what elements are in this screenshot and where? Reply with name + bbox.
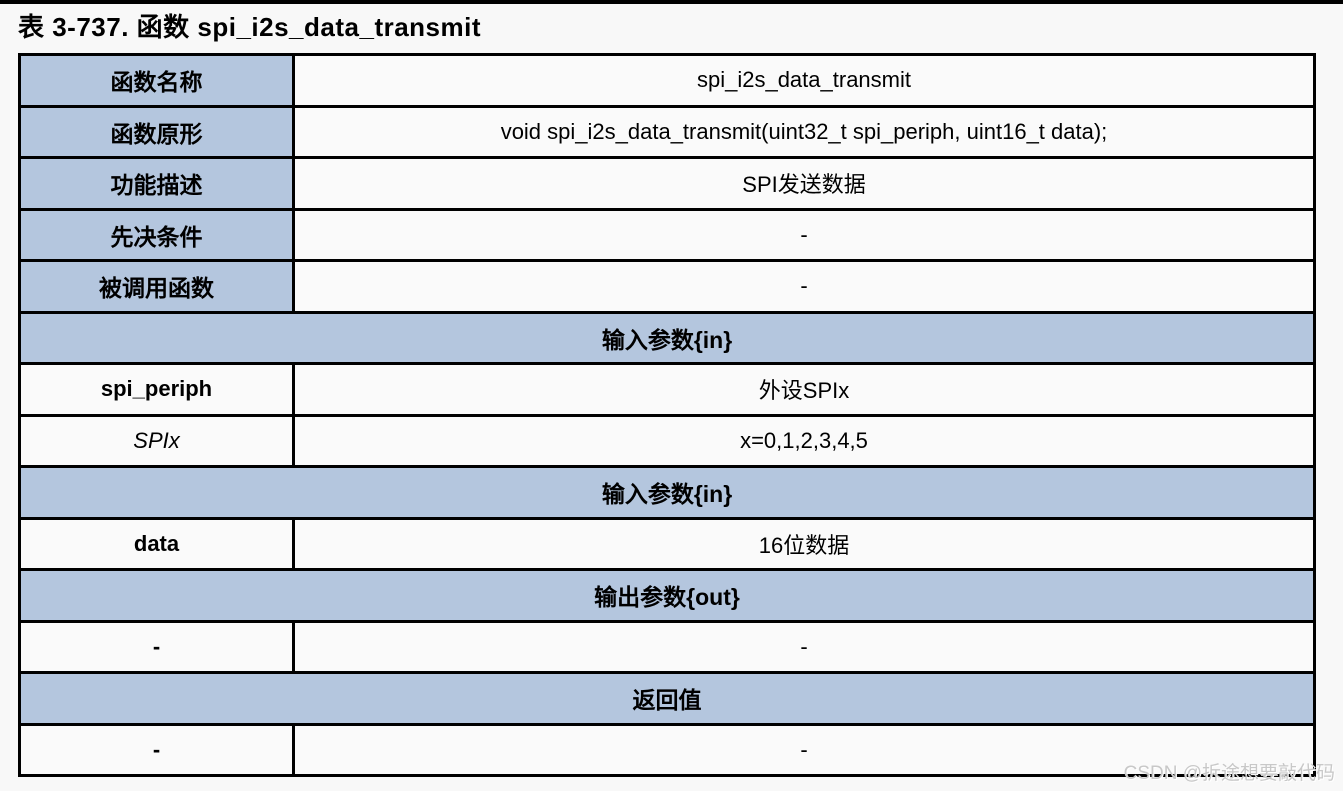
field-label-cell: 函数原形 xyxy=(18,104,295,159)
table-row: -- xyxy=(18,619,1316,674)
table-row: 返回值 xyxy=(18,671,1316,726)
field-label-cell: 功能描述 xyxy=(18,156,295,211)
table-row: -- xyxy=(18,722,1316,777)
param-value-cell: x=0,1,2,3,4,5 xyxy=(292,413,1316,468)
table-row: 输入参数{in} xyxy=(18,465,1316,520)
csdn-watermark: CSDN @拆途想要敲代码 xyxy=(1123,763,1335,784)
field-value-cell: SPI发送数据 xyxy=(292,156,1316,211)
param-name-cell: - xyxy=(18,722,295,777)
param-value-cell: 外设SPIx xyxy=(292,362,1316,417)
table-caption: 表 3-737. 函数 spi_i2s_data_transmit xyxy=(18,12,482,42)
param-name-cell: SPIx xyxy=(18,413,295,468)
param-value-cell: - xyxy=(292,619,1316,674)
field-value-cell: - xyxy=(292,207,1316,262)
param-name-cell: data xyxy=(18,516,295,571)
table-row: 被调用函数- xyxy=(18,259,1316,314)
section-header-cell: 输出参数{out} xyxy=(18,568,1316,623)
table-row: 输入参数{in} xyxy=(18,310,1316,365)
table-row: 输出参数{out} xyxy=(18,568,1316,623)
field-label-cell: 先决条件 xyxy=(18,207,295,262)
section-header-cell: 返回值 xyxy=(18,671,1316,726)
field-value-cell: spi_i2s_data_transmit xyxy=(292,53,1316,108)
param-name-cell: spi_periph xyxy=(18,362,295,417)
param-name-cell: - xyxy=(18,619,295,674)
field-label-cell: 函数名称 xyxy=(18,53,295,108)
table-row: 先决条件- xyxy=(18,207,1316,262)
field-label-cell: 被调用函数 xyxy=(18,259,295,314)
field-value-cell: - xyxy=(292,259,1316,314)
section-header-cell: 输入参数{in} xyxy=(18,310,1316,365)
field-value-cell: void spi_i2s_data_transmit(uint32_t spi_… xyxy=(292,104,1316,159)
param-value-cell: 16位数据 xyxy=(292,516,1316,571)
param-value-cell: - xyxy=(292,722,1316,777)
section-header-cell: 输入参数{in} xyxy=(18,465,1316,520)
window-top-edge xyxy=(0,0,1343,4)
